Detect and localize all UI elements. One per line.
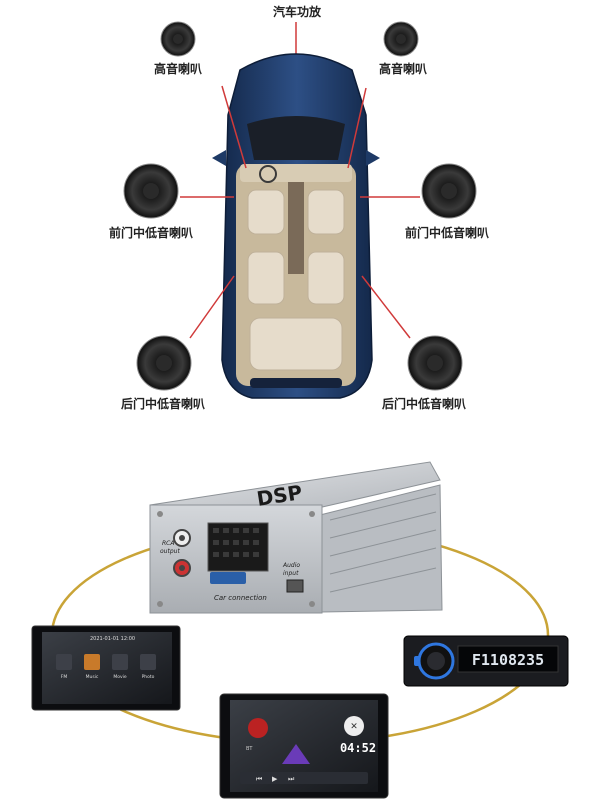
left-status-text: 2021-01-01 12:00 (90, 636, 135, 642)
app-tile-movie[interactable] (112, 654, 128, 670)
speaker-rear-door-right: 后门中低音喇叭 (361, 275, 466, 411)
speaker-front-door-left: 前门中低音喇叭 (109, 163, 234, 240)
audio-input-label: Audio (282, 562, 300, 569)
mirror-left (212, 150, 226, 166)
tweeter-right-label: 高音喇叭 (379, 61, 427, 76)
radio-display-text: F1108235 (472, 651, 544, 669)
car-body (212, 53, 380, 399)
windshield (247, 116, 345, 160)
bottom-status-text: BT (246, 746, 253, 752)
seat-rear-bench (249, 317, 343, 371)
radio-button-icon[interactable] (414, 656, 420, 666)
rear-door-right-pointer (361, 275, 411, 339)
seat-middle-left (247, 251, 285, 305)
tweeter-left-pointer (221, 85, 247, 169)
close-icon: ✕ (350, 722, 358, 732)
seat-front-right (307, 189, 345, 235)
app-label-fm: FM (61, 674, 68, 680)
left-head-unit: 2021-01-01 12:00 FM Music Movie Photo (31, 625, 181, 711)
rear-door-right-label: 后门中低音喇叭 (382, 396, 466, 411)
mirror-right (366, 150, 380, 166)
rear-door-left-pointer (189, 275, 235, 339)
seat-front-left (247, 189, 285, 235)
car-connection-label: Car connection (214, 594, 267, 602)
front-door-left-label: 前门中低音喇叭 (109, 225, 193, 240)
audio-input-label-2: input (283, 570, 299, 577)
amplifier-label: 汽车功放 (273, 4, 322, 19)
right-radio-unit: F1108235 (403, 635, 569, 687)
center-console (288, 182, 304, 274)
bottom-clock: 04:52 (340, 741, 376, 755)
nav-app-icon[interactable] (344, 716, 364, 736)
dashboard (240, 164, 352, 182)
app-label-music: Music (86, 674, 99, 680)
prev-icon[interactable]: ⏮ (256, 775, 262, 783)
speaker-tweeter-left: 高音喇叭 (154, 21, 247, 169)
dsp-led-display (210, 572, 246, 584)
app-tile-photo[interactable] (140, 654, 156, 670)
bottom-control-bar (240, 772, 368, 784)
rear-door-left-label: 后门中低音喇叭 (121, 396, 205, 411)
front-door-right-label: 前门中低音喇叭 (405, 225, 489, 240)
car-diagram: 汽车功放 (109, 4, 489, 411)
rca-label-2: output (160, 548, 180, 555)
play-icon[interactable]: ▶ (272, 775, 278, 783)
tweeter-right-pointer (347, 87, 367, 169)
next-icon[interactable]: ⏭ (288, 775, 295, 783)
app-tile-fm[interactable] (56, 654, 72, 670)
speaker-front-door-right: 前门中低音喇叭 (360, 163, 489, 240)
audio-input-port[interactable] (286, 579, 304, 593)
speaker-rear-door-left: 后门中低音喇叭 (121, 275, 235, 411)
app-label-photo: Photo (142, 674, 155, 680)
app-tile-music[interactable] (84, 654, 100, 670)
speaker-tweeter-right: 高音喇叭 (347, 21, 427, 169)
rca-label: RCA (162, 540, 174, 547)
dsp-amplifier: DSP RCA output Car connection Audio inpu… (149, 461, 443, 614)
bottom-head-unit: ✕ 04:52 BT ⏮ ▶ ⏭ (219, 693, 389, 799)
cooling-fins (319, 484, 443, 613)
tweeter-left-label: 高音喇叭 (154, 61, 202, 76)
seat-middle-right (307, 251, 345, 305)
radio-display (457, 645, 559, 673)
tailgate (250, 378, 342, 388)
app-label-movie: Movie (113, 674, 127, 680)
music-app-icon[interactable] (248, 718, 268, 738)
steering-wheel (259, 165, 277, 183)
car-play-icon[interactable] (282, 744, 310, 764)
